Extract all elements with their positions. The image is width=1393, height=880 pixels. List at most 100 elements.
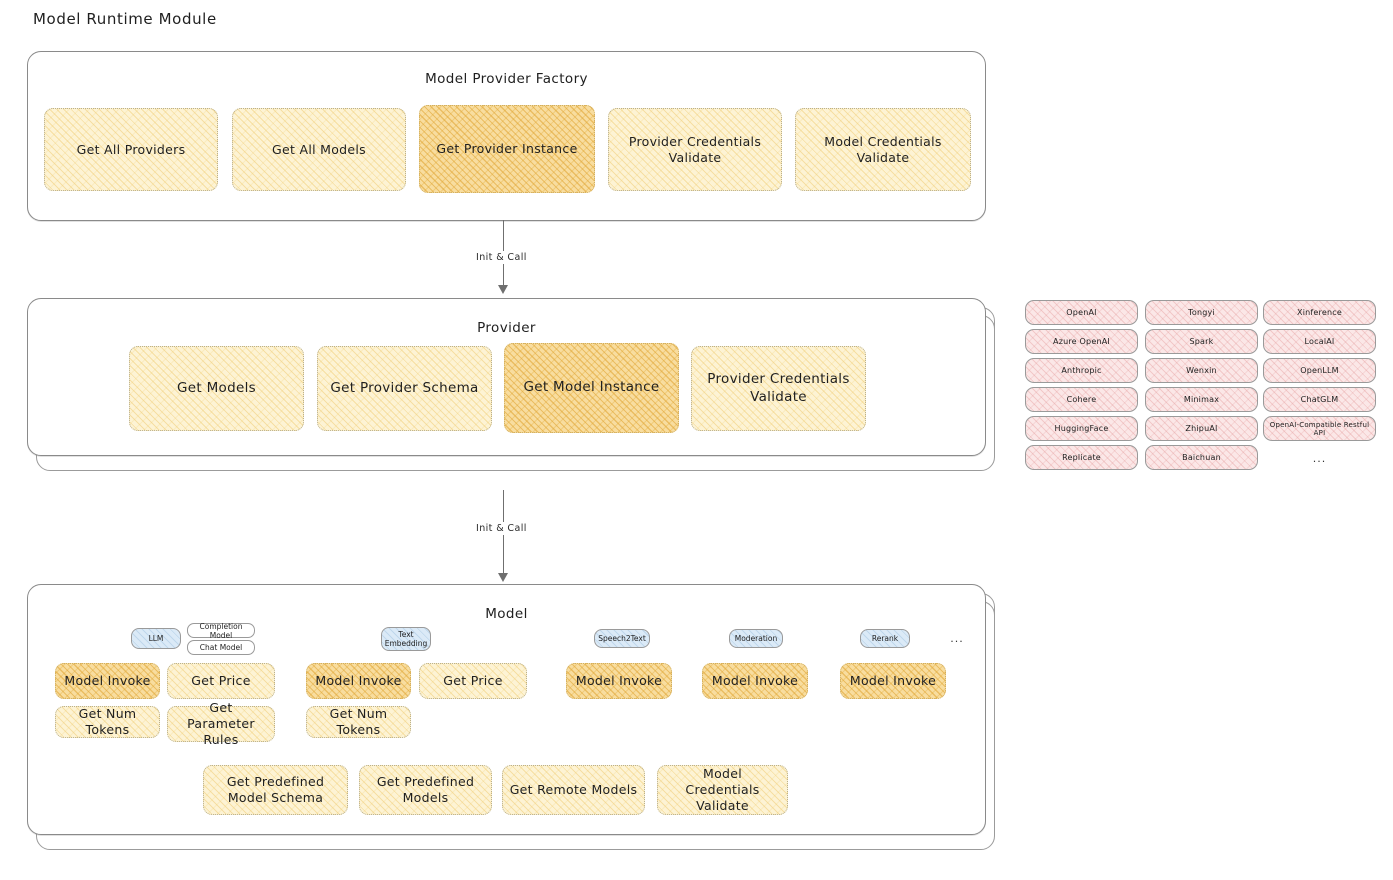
node-label: Get Models — [177, 379, 256, 396]
model-method-rerank-model-invoke[interactable]: Model Invoke — [840, 663, 946, 699]
provider-chip-spark[interactable]: Spark — [1145, 329, 1258, 354]
page-title: Model Runtime Module — [33, 10, 217, 28]
factory-title: Model Provider Factory — [425, 71, 588, 87]
node-label: Get Provider Schema — [330, 379, 479, 396]
chip-label: Baichuan — [1182, 453, 1221, 462]
model-method-llm-get-parameter-rules[interactable]: Get Parameter Rules — [167, 700, 275, 747]
provider-chip-huggingface[interactable]: HuggingFace — [1025, 416, 1138, 441]
model-type-rerank[interactable]: Rerank — [860, 629, 910, 648]
arrow-head-icon — [498, 573, 509, 582]
provider-chip-localai[interactable]: LocalAI — [1263, 329, 1376, 354]
chip-label: OpenLLM — [1300, 366, 1339, 375]
factory-node-model-credentials-validate[interactable]: Model Credentials Validate — [795, 108, 971, 191]
chip-label: ZhipuAI — [1185, 424, 1218, 433]
provider-title: Provider — [477, 320, 536, 336]
chip-label: Rerank — [871, 633, 899, 643]
provider-chip-chatglm[interactable]: ChatGLM — [1263, 387, 1376, 412]
factory-node-get-provider-instance[interactable]: Get Provider Instance — [419, 105, 595, 193]
node-label: Get Parameter Rules — [187, 700, 255, 747]
node-label: Get Num Tokens — [329, 706, 388, 737]
model-type-moderation[interactable]: Moderation — [729, 629, 783, 648]
model-method-speech2text-model-invoke[interactable]: Model Invoke — [566, 663, 672, 699]
node-label: Model Invoke — [64, 673, 151, 688]
node-label: Get All Providers — [76, 141, 186, 157]
chip-label: OpenAI — [1066, 308, 1097, 317]
model-shared-get-remote-models[interactable]: Get Remote Models — [502, 765, 645, 815]
provider-node-provider-credentials-validate[interactable]: Provider Credentials Validate — [691, 346, 866, 431]
model-shared-get-predefined-model-schema[interactable]: Get Predefined Model Schema — [203, 765, 348, 815]
node-label: Get Remote Models — [509, 782, 638, 797]
node-label: Get Num Tokens — [78, 706, 137, 737]
provider-node-get-model-instance[interactable]: Get Model Instance — [504, 343, 679, 433]
node-label: Get Price — [191, 673, 251, 688]
chip-label: Wenxin — [1186, 366, 1217, 375]
chip-label: Azure OpenAI — [1053, 337, 1110, 346]
model-method-llm-get-price[interactable]: Get Price — [167, 663, 275, 699]
chip-label: ChatGLM — [1300, 395, 1339, 404]
factory-node-get-all-models[interactable]: Get All Models — [232, 108, 406, 191]
arrow-label-init-call-1: Init & Call — [472, 251, 531, 264]
arrow-head-icon — [498, 285, 509, 294]
provider-chip-xinference[interactable]: Xinference — [1263, 300, 1376, 325]
chip-label: Text Embedding — [384, 629, 428, 648]
chip-label: LocalAI — [1304, 337, 1335, 346]
arrow-provider-to-model — [498, 490, 509, 582]
chip-label: Moderation — [734, 633, 778, 643]
node-label: Get All Models — [272, 141, 366, 157]
provider-chip-anthropic[interactable]: Anthropic — [1025, 358, 1138, 383]
factory-node-get-all-providers[interactable]: Get All Providers — [44, 108, 218, 191]
node-label: Get Predefined Models — [376, 774, 475, 805]
chip-label: Minimax — [1183, 395, 1220, 404]
provider-chip-cohere[interactable]: Cohere — [1025, 387, 1138, 412]
provider-node-get-provider-schema[interactable]: Get Provider Schema — [317, 346, 492, 431]
provider-chip-baichuan[interactable]: Baichuan — [1145, 445, 1258, 470]
model-title: Model — [485, 606, 528, 622]
model-type-llm[interactable]: LLM — [131, 628, 181, 649]
node-label: Provider Credentials Validate — [628, 133, 762, 165]
provider-node-get-models[interactable]: Get Models — [129, 346, 304, 431]
model-type-text-embedding[interactable]: Text Embedding — [381, 627, 431, 651]
chip-label: Completion Model — [199, 621, 243, 640]
provider-chip-replicate[interactable]: Replicate — [1025, 445, 1138, 470]
provider-chip-openllm[interactable]: OpenLLM — [1263, 358, 1376, 383]
provider-list-more: ... — [1312, 451, 1327, 465]
chip-label: Replicate — [1062, 453, 1101, 462]
model-types-more: ... — [950, 631, 964, 645]
node-label: Model Credentials Validate — [685, 766, 760, 813]
chip-label: Cohere — [1066, 395, 1097, 404]
node-label: Get Model Instance — [523, 379, 660, 396]
chip-label: LLM — [148, 633, 164, 643]
node-label: Get Price — [443, 673, 503, 688]
provider-chip-zhipuai[interactable]: ZhipuAI — [1145, 416, 1258, 441]
provider-chip-openai-compatible-restful-api[interactable]: OpenAI-Compatible Restful API — [1263, 416, 1376, 441]
node-label: Get Provider Instance — [436, 141, 578, 156]
node-label: Provider Credentials Validate — [707, 371, 850, 405]
provider-chip-minimax[interactable]: Minimax — [1145, 387, 1258, 412]
model-method-llm-get-num-tokens[interactable]: Get Num Tokens — [55, 706, 160, 738]
factory-node-provider-credentials-validate[interactable]: Provider Credentials Validate — [608, 108, 782, 191]
model-type-speech2text[interactable]: Speech2Text — [594, 629, 650, 648]
model-method-moderation-model-invoke[interactable]: Model Invoke — [702, 663, 808, 699]
model-subtype-completion-model[interactable]: Completion Model — [187, 621, 255, 640]
provider-chip-azure-openai[interactable]: Azure OpenAI — [1025, 329, 1138, 354]
chip-label: Speech2Text — [598, 633, 646, 643]
model-subtype-chat-model[interactable]: Chat Model — [187, 640, 255, 655]
provider-chip-wenxin[interactable]: Wenxin — [1145, 358, 1258, 383]
model-method-embedding-get-price[interactable]: Get Price — [419, 663, 527, 699]
node-label: Model Invoke — [849, 673, 937, 688]
chip-label: Chat Model — [199, 643, 243, 652]
chip-label: OpenAI-Compatible Restful API — [1269, 420, 1370, 437]
chip-label: Xinference — [1297, 308, 1342, 317]
chip-label: Tongyi — [1188, 308, 1215, 317]
provider-chip-openai[interactable]: OpenAI — [1025, 300, 1138, 325]
model-shared-get-predefined-models[interactable]: Get Predefined Models — [359, 765, 492, 815]
chip-label: Anthropic — [1061, 366, 1102, 375]
model-shared-model-credentials-validate[interactable]: Model Credentials Validate — [657, 765, 788, 815]
model-method-llm-model-invoke[interactable]: Model Invoke — [55, 663, 160, 699]
provider-chip-tongyi[interactable]: Tongyi — [1145, 300, 1258, 325]
node-label: Model Invoke — [711, 673, 799, 688]
model-method-embedding-get-num-tokens[interactable]: Get Num Tokens — [306, 706, 411, 738]
model-method-embedding-model-invoke[interactable]: Model Invoke — [306, 663, 411, 699]
node-label: Model Credentials Validate — [824, 133, 942, 165]
